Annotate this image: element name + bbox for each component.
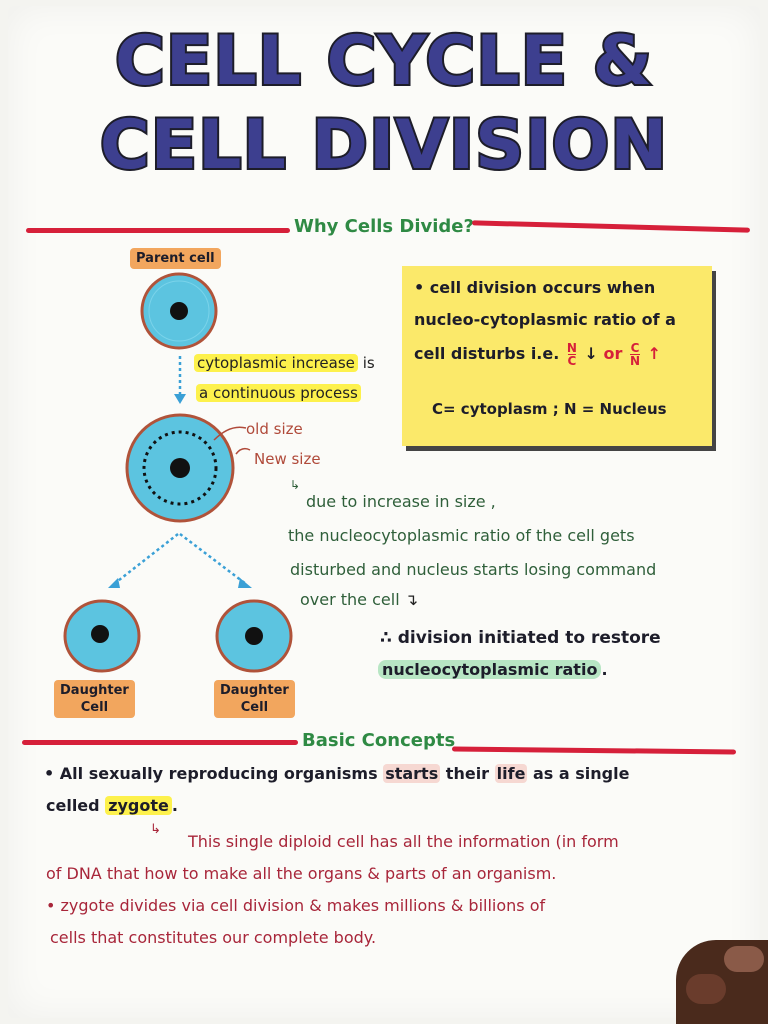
is-text: is [362,354,375,372]
daughter-cell-left [62,598,142,674]
arrow-down-1 [174,356,186,404]
conclusion-line-2: nucleocytoplasmic ratio. [378,660,608,679]
enlarged-cell-nucleus [170,458,190,478]
note-line-3: cell disturbs i.e. N C ↓ or C N ↑ [414,341,661,368]
explanation-line-4: over the cell ↴ [300,590,419,609]
note-line-1: • cell division occurs when [414,278,656,297]
title-line-2: CELL DIVISION [98,104,669,187]
basic-line-5: • zygote divides via cell division & mak… [46,896,546,915]
division-arrows [108,533,252,588]
daughter-cell-label-left: Daughter Cell [54,680,135,718]
explanation-line-1: due to increase in size , [306,492,496,511]
notebook-page [8,6,760,1018]
sticky-note: • cell division occurs when nucleo-cytop… [402,266,712,446]
old-size-outline [142,430,218,506]
arrow-text-line-1: cytoplasmic increase is [194,354,375,372]
hook-arrow: ↳ [290,478,301,492]
old-size-label: old size [246,420,303,438]
basic-line-6: cells that constitutes our complete body… [50,928,377,947]
enlarged-cell [124,412,236,524]
section-divider-left [26,228,290,233]
explanation-line-2: the nucleocytoplasmic ratio of the cell … [288,526,635,545]
section2-divider-left [22,740,298,745]
fraction-n-over-c: N C [566,341,577,368]
size-pointer-arrows [213,426,251,455]
conclusion-line-1: ∴ division initiated to restore [380,628,661,648]
note-legend: C= cytoplasm ; N = Nucleus [432,400,667,418]
section-title-basic: Basic Concepts [302,730,456,751]
explanation-line-3: disturbed and nucleus starts losing comm… [290,560,657,579]
daughter-cell-right [214,598,294,674]
title-line-1: CELL CYCLE & [113,20,654,103]
daughter-cell-label-right: Daughter Cell [214,680,295,718]
basic-line-3: This single diploid cell has all the inf… [188,832,619,851]
section-title-why: Why Cells Divide? [294,216,474,237]
note-line-2: nucleo-cytoplasmic ratio of a [414,310,676,329]
basic-line-4: of DNA that how to make all the organs &… [46,864,557,883]
basic-line-1: • All sexually reproducing organisms sta… [44,764,630,783]
thumb-photo-artifact [676,940,768,1024]
continuous-process-text: a continuous process [196,384,361,402]
fraction-c-over-n: C N [629,341,641,368]
parent-cell-label: Parent cell [130,248,221,269]
hook-arrow-2: ↳ [150,822,161,837]
parent-cell [140,272,218,350]
cytoplasmic-increase-text: cytoplasmic increase [194,354,358,372]
arrow-text-line-2: a continuous process [196,384,361,402]
basic-line-2: celled zygote. [46,796,178,815]
parent-cell-nucleus [170,302,188,320]
new-size-label: New size [254,450,321,468]
